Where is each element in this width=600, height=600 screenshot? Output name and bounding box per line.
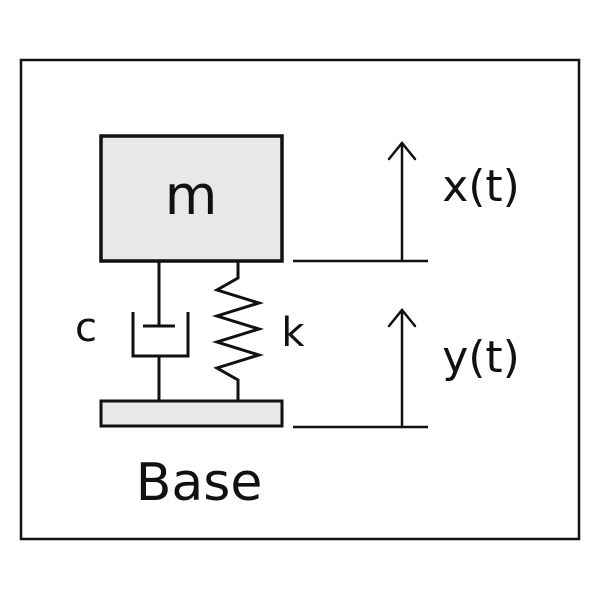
spring-label: k bbox=[281, 310, 305, 356]
damper bbox=[131, 261, 190, 401]
diagram-frame bbox=[19, 58, 581, 541]
damper-label: c bbox=[75, 305, 97, 351]
spring bbox=[211, 261, 265, 401]
base-displacement-arrow-icon bbox=[387, 308, 417, 429]
base-displacement-label: y(t) bbox=[442, 332, 520, 383]
mass-displacement-label: x(t) bbox=[442, 161, 520, 212]
base-label: Base bbox=[136, 453, 263, 513]
mass-label: m bbox=[165, 164, 218, 227]
base-plate bbox=[99, 399, 284, 428]
mass-block bbox=[99, 134, 284, 263]
mass-displacement-arrow-icon bbox=[387, 141, 417, 263]
